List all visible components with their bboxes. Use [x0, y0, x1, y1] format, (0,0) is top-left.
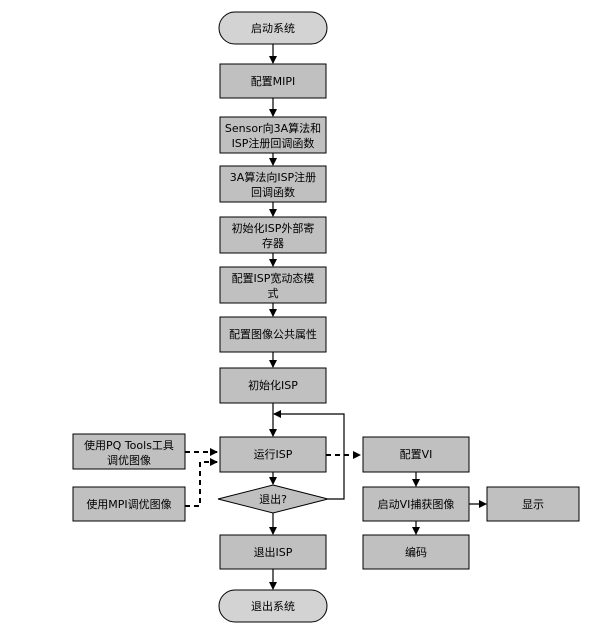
- run-isp-label: 运行ISP: [254, 448, 293, 461]
- init-ext-reg-label-1: 初始化ISP外部寄: [232, 221, 315, 235]
- mpi-tuning-label: 使用MPI调优图像: [86, 498, 171, 511]
- vi-capture-label: 启动VI捕获图像: [378, 497, 455, 511]
- display-label: 显示: [522, 498, 544, 511]
- wdr-mode-label-2: 式: [268, 287, 279, 300]
- pq-tools-label-2: 调优图像: [107, 454, 151, 467]
- exit-isp-label: 退出ISP: [254, 545, 293, 559]
- wdr-mode-label-1: 配置ISP宽动态模: [232, 271, 315, 285]
- alg-register-label-1: 3A算法向ISP注册: [230, 170, 316, 184]
- display-step: 显示: [486, 486, 580, 522]
- sensor-register-label-2: ISP注册回调函数: [232, 136, 315, 150]
- pub-attr-step: 配置图像公共属性: [219, 316, 327, 353]
- start-label: 启动系统: [251, 22, 295, 35]
- exit-system-terminal: 退出系统: [218, 589, 328, 623]
- start-terminal: 启动系统: [218, 11, 328, 45]
- exit-decision: 退出?: [217, 484, 329, 514]
- mpi-tuning-box: 使用MPI调优图像: [72, 486, 186, 522]
- wdr-mode-step: 配置ISP宽动态模 式: [219, 266, 327, 304]
- config-mipi-label: 配置MIPI: [251, 75, 296, 88]
- init-isp-step: 初始化ISP: [219, 367, 327, 404]
- exit-system-label: 退出系统: [251, 599, 295, 613]
- config-mipi-step: 配置MIPI: [219, 63, 327, 99]
- alg-register-step: 3A算法向ISP注册 回调函数: [219, 165, 327, 203]
- pq-tools-label-1: 使用PQ Tools工具: [84, 439, 174, 452]
- encode-label: 编码: [405, 545, 427, 559]
- pq-tools-tuning-box: 使用PQ Tools工具 调优图像: [72, 433, 186, 470]
- main-flow-arrows: [269, 44, 345, 590]
- run-isp-step: 运行ISP: [219, 436, 327, 473]
- dashed-arrows: [185, 448, 361, 507]
- alg-register-label-2: 回调函数: [251, 186, 295, 199]
- config-vi-step: 配置VI: [362, 436, 470, 473]
- init-ext-reg-label-2: 存器: [262, 236, 284, 250]
- exit-isp-step: 退出ISP: [219, 534, 327, 570]
- init-ext-reg-step: 初始化ISP外部寄 存器: [219, 216, 327, 254]
- vi-branch-arrows: [412, 472, 487, 535]
- sensor-register-label-1: Sensor向3A算法和: [225, 121, 321, 135]
- dashed-arrow-mpi-to-run-isp: [185, 458, 218, 507]
- encode-step: 编码: [362, 534, 470, 570]
- vi-capture-step: 启动VI捕获图像: [362, 486, 470, 522]
- init-isp-label: 初始化ISP: [248, 378, 298, 392]
- pub-attr-label: 配置图像公共属性: [229, 327, 317, 341]
- exit-decision-label: 退出?: [259, 492, 287, 506]
- config-vi-label: 配置VI: [400, 448, 433, 461]
- loop-back-arrow: [273, 410, 345, 500]
- sensor-register-step: Sensor向3A算法和 ISP注册回调函数: [219, 116, 327, 154]
